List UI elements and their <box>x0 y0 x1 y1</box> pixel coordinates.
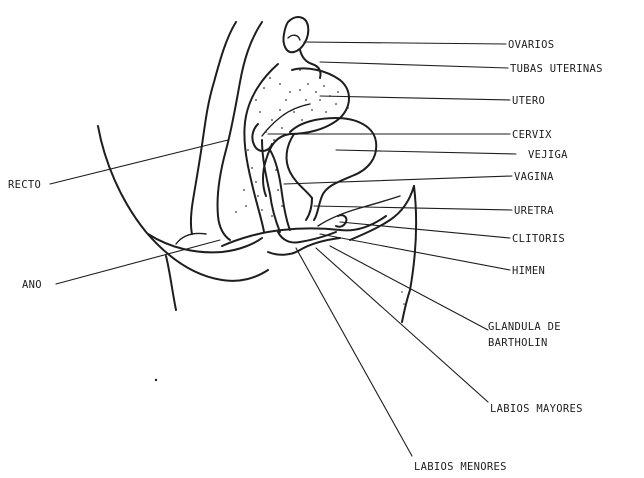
label-recto: RECTO <box>8 179 41 191</box>
label-vejiga: VEJIGA <box>528 149 568 161</box>
ovary-inner <box>288 35 300 40</box>
scan-speck <box>155 379 157 381</box>
leader-ovarios <box>304 42 506 44</box>
thigh-left <box>166 256 176 310</box>
leader-ano <box>56 240 220 284</box>
labels: OVARIOS TUBAS UTERINAS UTERO CERVIX VEJI… <box>8 39 603 473</box>
leader-lines <box>50 42 516 456</box>
label-labios-mayores: LABIOS MAYORES <box>490 403 583 415</box>
leader-uretra <box>314 206 512 210</box>
label-cervix: CERVIX <box>512 129 552 141</box>
leader-tubas-uterinas <box>320 62 508 68</box>
leader-recto <box>50 140 228 184</box>
label-labios-menores: LABIOS MENORES <box>414 461 507 473</box>
label-uretra: URETRA <box>514 205 554 217</box>
label-tubas-uterinas: TUBAS UTERINAS <box>510 63 603 75</box>
uterus-outline <box>263 68 349 196</box>
label-ovarios: OVARIOS <box>508 39 554 51</box>
leader-labios-menores <box>296 248 412 456</box>
leader-vagina <box>284 176 512 184</box>
label-ano: ANO <box>22 279 42 291</box>
label-glandula-line2: BARTHOLIN <box>488 337 548 349</box>
label-utero: UTERO <box>512 95 545 107</box>
ovary <box>283 17 308 52</box>
uterus-stipple <box>235 69 405 305</box>
pelvic-outer-contour <box>98 126 268 281</box>
fallopian-tube <box>300 50 321 78</box>
leader-glandula <box>330 246 488 330</box>
sacral-curve <box>176 233 206 244</box>
label-vagina: VAGINA <box>514 171 554 183</box>
leader-clitoris <box>340 222 510 238</box>
label-himen: HIMEN <box>512 265 545 277</box>
rectum-wall <box>217 22 262 240</box>
anatomy-drawing <box>98 17 416 322</box>
leader-vejiga <box>336 150 516 154</box>
bladder-inner <box>287 134 312 198</box>
urethra <box>306 198 312 220</box>
label-clitoris: CLITORIS <box>512 233 565 245</box>
label-glandula-line1: GLANDULA DE <box>488 321 561 333</box>
abdominal-wall <box>350 186 414 240</box>
back-contour-outer <box>191 22 236 234</box>
clitoris-shape <box>336 215 346 227</box>
leader-labios-mayores <box>316 248 488 402</box>
